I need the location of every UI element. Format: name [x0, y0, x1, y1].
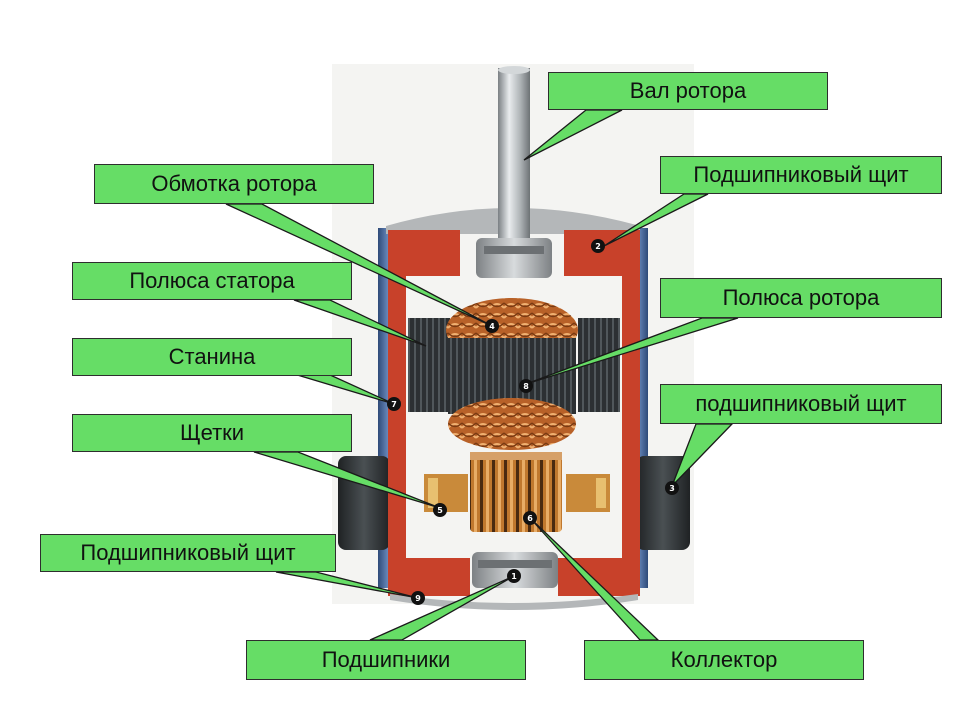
marker-5: 5: [433, 503, 447, 517]
callout-bearing-shield-top: Подшипниковый щит: [660, 156, 942, 194]
leader-brushes: [253, 451, 441, 509]
marker-3: 3: [665, 481, 679, 495]
housing-left: [388, 230, 470, 596]
stator-pole-left: [408, 318, 450, 412]
leader-bearing-shield-bottom: [275, 571, 419, 599]
marker-9: 9: [411, 591, 425, 605]
leader-bearing-shield-top: [603, 193, 709, 247]
callout-shaft: Вал ротора: [548, 72, 828, 110]
callout-commutator: Коллектор: [584, 640, 864, 680]
leader-rotor-winding: [225, 203, 493, 327]
leader-rotor-poles: [525, 317, 739, 385]
callout-frame: Станина: [72, 338, 352, 376]
svg-text:7: 7: [391, 400, 397, 409]
housing-right: [558, 230, 640, 596]
svg-text:5: 5: [437, 506, 443, 515]
leader-lines: [225, 109, 739, 641]
commutator-body: [470, 456, 562, 532]
leader-bearing-shield-right: [671, 423, 734, 487]
rotor-winding-bottom: [448, 398, 576, 450]
callout-brushes: Щетки: [72, 414, 352, 452]
leader-stator-poles: [293, 299, 427, 347]
top-bearing: [476, 238, 552, 278]
callout-bearing-shield-right: подшипниковый щит: [660, 384, 942, 424]
svg-text:3: 3: [669, 484, 675, 493]
motor-body: [338, 66, 690, 610]
svg-text:2: 2: [595, 242, 601, 251]
marker-2: 2: [591, 239, 605, 253]
svg-text:8: 8: [523, 382, 529, 391]
callout-rotor-poles: Полюса ротора: [660, 278, 942, 318]
leader-shaft: [523, 109, 623, 161]
svg-text:6: 6: [527, 514, 533, 523]
marker-4: 4: [485, 319, 499, 333]
marker-6: 6: [523, 511, 537, 525]
callout-bearings: Подшипники: [246, 640, 526, 680]
marker-8: 8: [519, 379, 533, 393]
marker-7: 7: [387, 397, 401, 411]
callout-rotor-winding: Обмотка ротора: [94, 164, 374, 204]
markers: 2 4 8 7 3 5 6: [387, 239, 679, 605]
callout-bearing-shield-bottom: Подшипниковый щит: [40, 534, 336, 572]
svg-text:4: 4: [489, 322, 495, 331]
svg-text:9: 9: [415, 594, 421, 603]
svg-text:1: 1: [511, 572, 517, 581]
callout-stator-poles: Полюса статора: [72, 262, 352, 300]
left-boss: [338, 456, 390, 550]
rotor-shaft: [498, 68, 530, 238]
marker-1: 1: [507, 569, 521, 583]
